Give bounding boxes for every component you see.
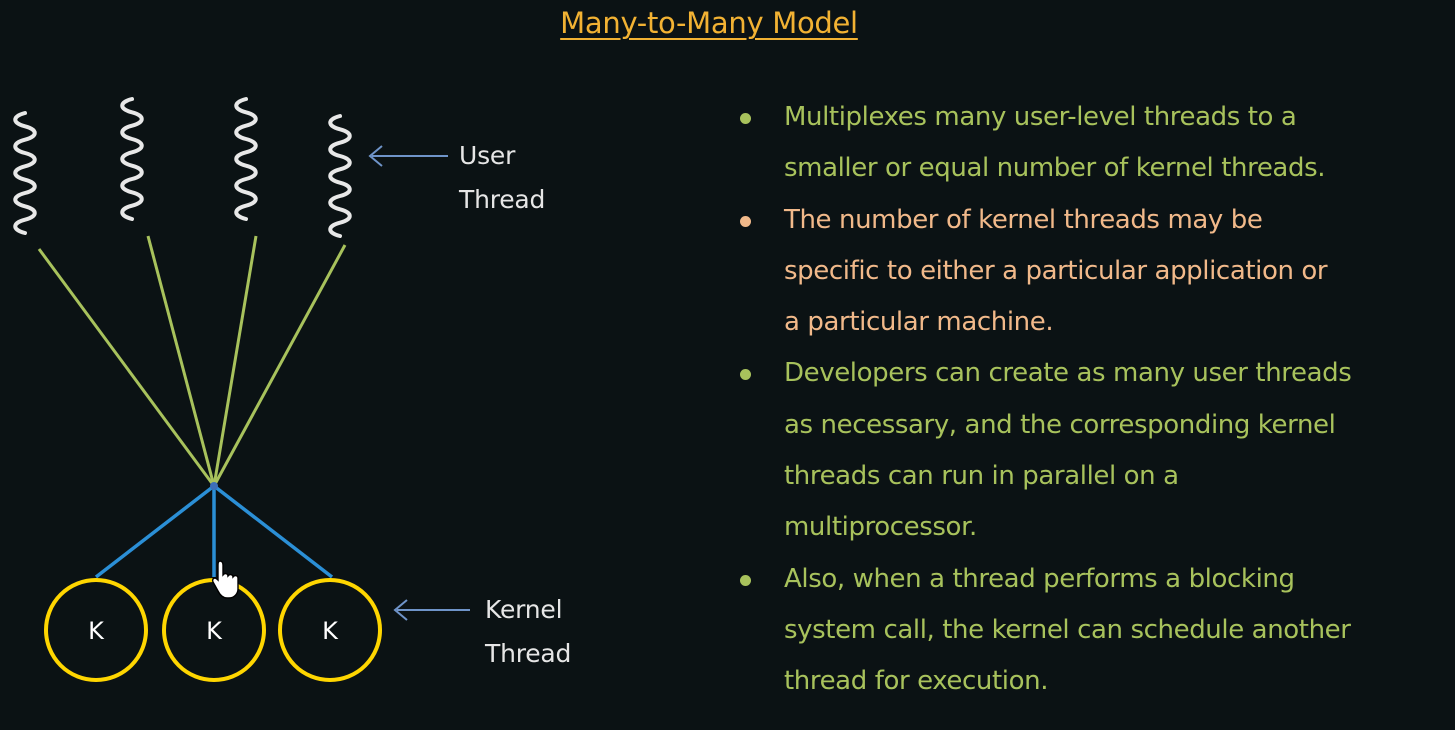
user-thread-label: User Thread [459,141,546,214]
kernel-thread-node: K [44,578,148,682]
user-link-line [212,235,258,487]
hand-pointer-icon [211,560,239,599]
bullet-item: Multiplexes many user-level threads to a… [738,92,1438,195]
kernel-thread-letter: K [88,617,105,645]
kernel-links-group [94,484,334,579]
bullet-dot-icon [740,215,751,227]
kernel-link-line [212,484,334,579]
bullet-text: The number of kernel threads may be spec… [784,204,1328,338]
user-thread-arrow-icon [368,145,448,167]
bullet-list: Multiplexes many user-level threads to a… [738,92,1438,708]
kernel-link-line [94,484,216,579]
bullet-text: Multiplexes many user-level threads to a… [784,102,1326,184]
bullet-item: Developers can create as many user threa… [738,348,1438,553]
slide-title: Many-to-Many Model [560,6,858,40]
bullet-dot-icon [740,574,751,586]
bullet-item: Also, when a thread performs a blocking … [738,554,1438,708]
user-link-line [212,244,347,487]
user-thread-squiggle [328,114,352,238]
user-links-group [37,235,347,487]
user-link-line [37,248,216,487]
kernel-thread-arrow-icon [393,599,470,621]
kernel-thread-label: Kernel Thread [485,595,572,668]
user-thread-squiggle [234,97,258,221]
kernel-thread-letter: K [322,617,339,645]
kernel-thread-node: K [162,578,266,682]
bullet-text: Developers can create as many user threa… [784,358,1352,543]
bullet-dot-icon [740,113,751,124]
kernel-thread-node: K [278,578,382,682]
kernel-thread-circle [44,578,148,682]
kernel-thread-letter: K [206,617,223,645]
user-thread-squiggle [13,111,37,235]
bullet-item: The number of kernel threads may be spec… [738,195,1438,349]
user-thread-squiggle [120,97,144,221]
bullet-dot-icon [740,369,751,381]
user-threads-group [13,97,352,238]
user-link-line [146,235,216,487]
bullet-text: Also, when a thread performs a blocking … [784,563,1351,697]
kernel-thread-circle [278,578,382,682]
junction-node [210,482,218,490]
